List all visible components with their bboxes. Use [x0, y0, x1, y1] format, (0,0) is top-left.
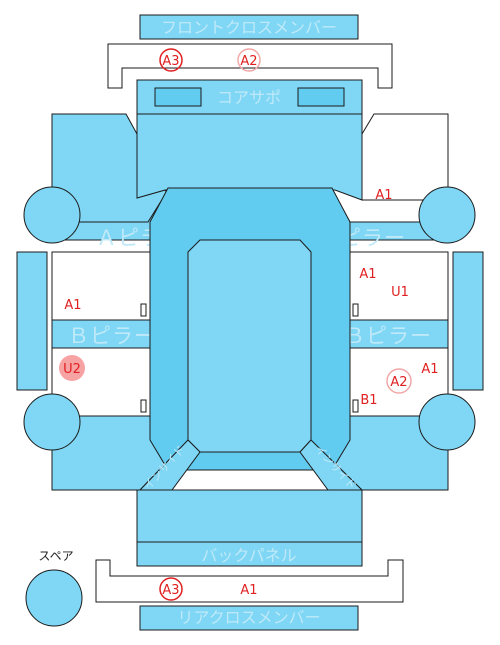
front-apron [136, 113, 363, 201]
rear-a3-mark: A3 [162, 583, 179, 598]
front-a2-ring [237, 48, 261, 72]
rear-cross-member-label: リアクロスメンバー [177, 608, 320, 627]
left-b-pillar-label: Ｂピラー [68, 324, 156, 348]
right-a2-ring [386, 368, 412, 394]
left-front-latch-slot [140, 303, 147, 317]
rear-cross-member [139, 605, 359, 631]
front-a3-mark: A3 [162, 54, 179, 69]
rear-bracket-outline [95, 559, 404, 603]
right-b1-mark: B1 [360, 393, 377, 408]
front-left-wheel [23, 186, 81, 244]
left-side-sill [16, 251, 48, 391]
roof-panel [187, 239, 312, 453]
back-panel-label: バックパネル [201, 546, 296, 565]
right-a2-mark: A2 [390, 375, 407, 390]
front-a2-mark: A2 [240, 54, 257, 69]
front-a3-ring [159, 48, 183, 72]
left-rear-latch-slot [140, 399, 147, 413]
front-bracket-outline [107, 43, 393, 89]
right-a1-rear-mark: A1 [421, 362, 438, 377]
right-rear-latch-slot [352, 399, 359, 413]
right-front-door-opening [349, 251, 449, 321]
left-u2-mark: U2 [63, 362, 81, 377]
right-side-sill [452, 251, 484, 391]
front-right-wheel [418, 186, 476, 244]
front-cross-member-label: フロントクロスメンバー [161, 18, 337, 37]
rear-a1-mark: A1 [240, 583, 257, 598]
rear-floor [136, 489, 363, 543]
right-b-pillar-label: Ｂピラー [344, 324, 432, 348]
front-cross-member [139, 14, 359, 40]
rear-right-wheel [418, 393, 476, 451]
spare-tire [25, 569, 83, 627]
core-support-headlight-left [154, 87, 202, 107]
left-front-door-opening [51, 251, 151, 321]
back-panel [136, 541, 363, 567]
left-u2-spot [59, 355, 85, 381]
core-support-label: コアサポ [217, 88, 281, 107]
rear-a3-ring [159, 577, 183, 601]
right-a1-door-mark: A1 [359, 267, 376, 282]
right-a1-top-mark: A1 [375, 188, 392, 203]
core-support-headlight-right [297, 87, 345, 107]
right-front-latch-slot [352, 303, 359, 317]
rear-left-wheel [23, 393, 81, 451]
left-a1-mark: A1 [64, 298, 81, 313]
spare-label: スペア [38, 549, 73, 563]
right-u1-mark: U1 [391, 285, 409, 300]
